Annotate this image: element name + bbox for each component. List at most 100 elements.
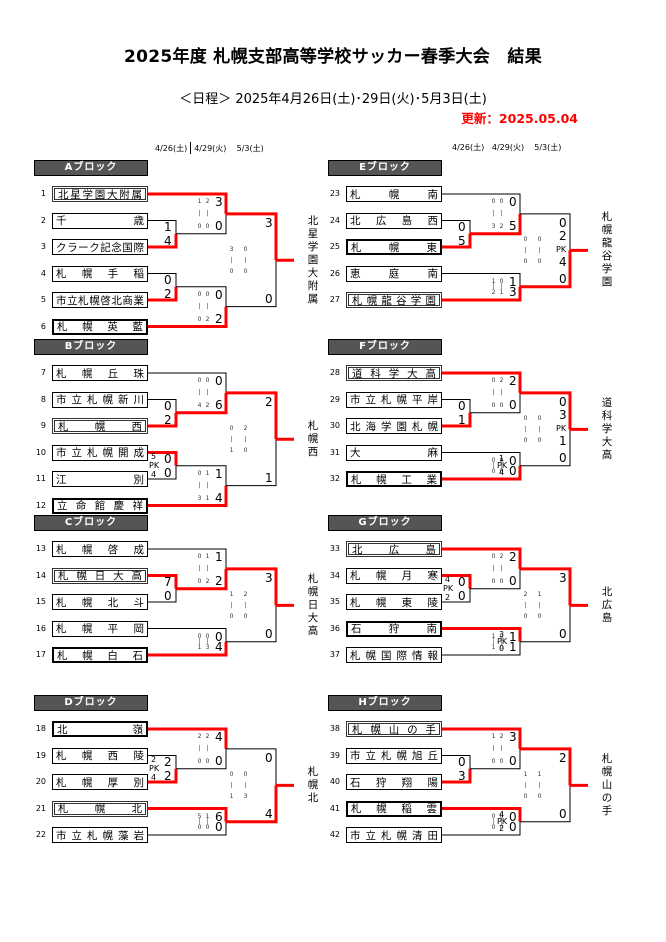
team-name-char: 幌 [427,420,439,433]
champion-char: 大 [307,266,319,279]
r2-score-top: 1 [215,550,223,564]
team-name-box[interactable]: 市立札幌平岸 [346,391,442,408]
r2-score-top: 3 [215,195,223,209]
team-name-box[interactable]: 札幌北斗 [52,594,148,610]
half-score: 0 [197,290,202,298]
team-name-char: 平 [107,623,119,635]
r1-line-top [148,574,178,589]
team-name-box[interactable]: 札幌東 [346,239,442,255]
team-name-box[interactable]: 市立札幌開成 [52,444,148,461]
team-name-box[interactable]: 札幌東陵 [346,594,442,610]
team-name-box[interactable]: 札幌白石 [52,647,148,663]
r2-line-bottom [176,392,228,415]
r2-line-bottom [148,485,228,507]
round-dates-right: 4/26(土) 4/29(火) 5/3(土) [452,142,561,153]
team-name-box[interactable]: 札幌丘珠 [52,365,148,381]
half-score: 0 [197,824,202,831]
team-name-char: 札 [56,776,67,789]
team-name-box[interactable]: 札幌手稲 [52,265,148,282]
team-name-box[interactable]: 北嶺 [52,721,148,737]
half-score: 0 [499,824,504,831]
champion-char: 科 [601,409,613,422]
team-name-box[interactable]: 札幌南 [346,186,442,202]
team-seed-number: 6 [40,321,46,331]
half-divider: | [500,461,503,469]
team-name-char: 際 [396,649,408,662]
team-name-char: 幌 [94,803,106,815]
team-name-box[interactable]: 市立札幌旭丘 [346,747,442,764]
champion-char: 日 [307,598,319,611]
half-score: 0 [229,268,234,276]
champion-char: 学 [601,422,613,435]
team-name-char: 西 [107,750,119,762]
team-name-box[interactable]: 大麻 [346,444,442,461]
team-name-box[interactable]: 札幌日大高 [52,567,148,584]
bracket-lines [442,727,588,836]
half-score: 0 [523,437,528,445]
team-name-box[interactable]: 札幌英藍 [52,318,148,335]
team-seed-number: 28 [329,368,340,377]
team-name-box[interactable]: 千歳 [52,212,148,229]
team-name-box[interactable]: 札幌国際情報 [346,647,442,663]
team-name-box[interactable]: 札幌啓成 [52,541,148,557]
half-score: 2 [197,733,202,740]
team-name-box[interactable]: 市立札幌啓北商業 [52,292,148,308]
team-name-box[interactable]: 札幌山の手 [346,721,442,737]
team-name-box[interactable]: 市立札幌藻岩 [52,827,148,843]
pk-label: PK [497,460,508,470]
team-name-box[interactable]: 北星学園大附属 [52,186,148,202]
team-name-box[interactable]: 北海学園札幌 [346,418,442,434]
team-name-box[interactable]: 道科学大高 [346,365,442,381]
team-name-box[interactable]: 市立札幌新川 [52,391,148,408]
team-name-box[interactable]: 石狩南 [346,620,442,637]
team-name-box[interactable]: 札幌龍谷学園 [346,292,442,308]
half-divider: | [230,782,233,790]
date-divider [190,142,192,154]
team-name-char: 日 [94,570,106,582]
team-name-box[interactable]: 札幌西陵 [52,747,148,764]
team-name-box[interactable]: 札幌平岡 [52,620,148,637]
team-name-box[interactable]: 札幌厚別 [52,774,148,790]
team-name-char: 札 [56,596,67,609]
team-name-box[interactable]: 江別 [52,471,148,487]
team-name-box[interactable]: 札幌月寒 [346,567,442,584]
team-name-box[interactable]: 札幌工業 [346,471,442,487]
team-name-char: 龍 [381,294,392,307]
half-score: 0 [523,236,528,244]
final-score-bottom: 4 [265,806,273,821]
r2-score-top: 3 [509,730,517,744]
final-line-bottom [520,429,571,467]
half-score: 0 [491,468,496,475]
team-name-box[interactable]: 石狩翔陽 [346,774,442,790]
team-name-box[interactable]: 札幌北 [52,800,148,817]
team-name-box[interactable]: 市立札幌清田 [346,827,442,843]
half-score: 0 [537,258,542,266]
team-name-box[interactable]: 恵庭南 [346,265,442,282]
half-score: 2 [243,425,248,433]
champion-char: 園 [307,253,319,266]
champion-char: 北 [601,585,613,598]
team-seed-number: 18 [35,724,46,733]
half-score: 2 [499,222,504,230]
team-name-box[interactable]: 北広島 [346,541,442,557]
team-name-box[interactable]: 北広島西 [346,212,442,229]
r2-line-bottom [470,748,521,770]
half-score: 0 [243,246,248,254]
r2-line-top [442,371,522,393]
team-name-box[interactable]: 札幌稲雲 [346,800,442,817]
half-score: 0 [523,613,528,621]
r2-score-top: 1 [509,629,517,644]
team-name-box[interactable]: 札幌西 [52,418,148,434]
champion-char: 学 [601,263,613,276]
half-divider: | [198,637,201,645]
champion-char: 手 [601,804,613,817]
half-score: 0 [205,290,210,298]
r2-line-top [148,628,227,642]
team-seed-number: 4 [40,268,46,278]
half-score: 0 [243,447,248,455]
team-name-char: 園 [94,188,106,201]
half-score: 1 [229,793,234,801]
team-name-box[interactable]: クラーク記念国際 [52,239,148,255]
team-name-char: 幌 [396,750,408,762]
team-name-box[interactable]: 立命館慶祥 [52,497,148,514]
